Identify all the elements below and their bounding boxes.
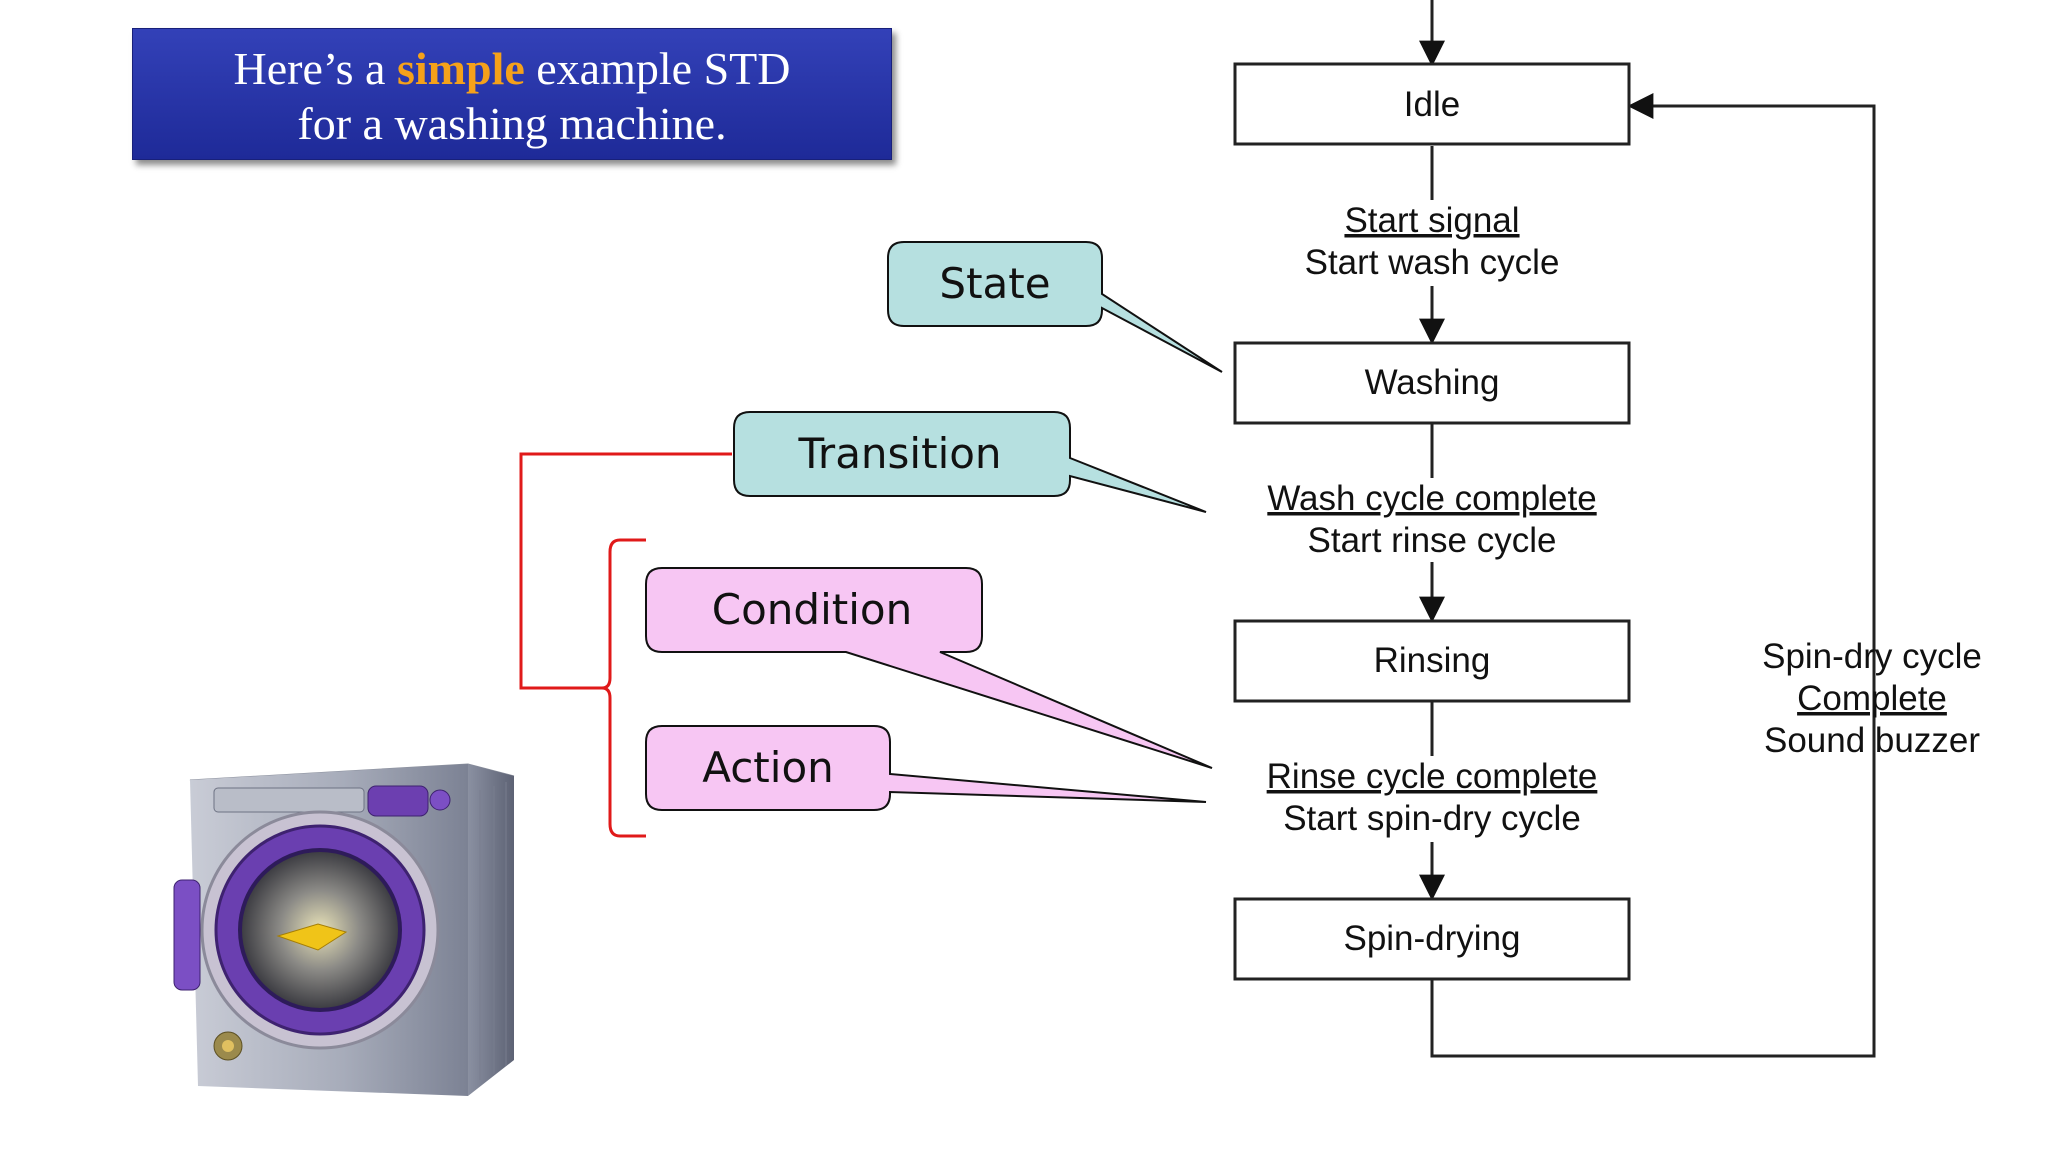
callout-action-label: Action (702, 743, 834, 792)
transition-4-action: Sound buzzer (1764, 721, 1980, 760)
state-label-spin-drying: Spin-drying (1343, 919, 1520, 958)
washing-machine-image (173, 763, 515, 1096)
callout-state-label: State (939, 259, 1050, 308)
state-box-rinsing (1233, 619, 1631, 703)
callout-condition: Condition (645, 567, 1213, 769)
transition-4-condition: Complete (1797, 679, 1947, 718)
transition-4-line1: Spin-dry cycle (1762, 637, 1982, 676)
transition-1-action: Start wash cycle (1305, 243, 1560, 282)
callout-transition: Transition (733, 411, 1207, 513)
title-line-2: for a washing machine. (297, 98, 727, 149)
state-box-spin-drying (1233, 897, 1631, 981)
transition-3-action: Start spin-dry cycle (1283, 799, 1581, 838)
transition-2-action: Start rinse cycle (1308, 521, 1557, 560)
state-box-washing (1233, 341, 1631, 425)
transition-3-condition: Rinse cycle complete (1267, 757, 1598, 796)
condition-action-brace (601, 538, 646, 838)
callout-state: State (887, 241, 1223, 373)
transition-2-condition: Wash cycle complete (1267, 479, 1596, 518)
callout-action: Action (645, 725, 1207, 811)
title-text-start: Here’s a (233, 43, 397, 94)
callout-transition-label: Transition (797, 429, 1001, 478)
transition-1-condition: Start signal (1344, 201, 1519, 240)
transition-bracket (519, 452, 732, 690)
state-label-idle: Idle (1404, 85, 1460, 124)
callout-condition-label: Condition (712, 585, 912, 634)
state-label-washing: Washing (1365, 363, 1500, 402)
state-box-idle (1233, 62, 1631, 146)
return-loop-line (1430, 93, 1876, 1058)
title-highlight: simple (396, 43, 525, 94)
title-text-end: example STD (524, 43, 791, 94)
title-banner: Here’s a simple example STD for a washin… (132, 28, 892, 160)
state-label-rinsing: Rinsing (1374, 641, 1491, 680)
